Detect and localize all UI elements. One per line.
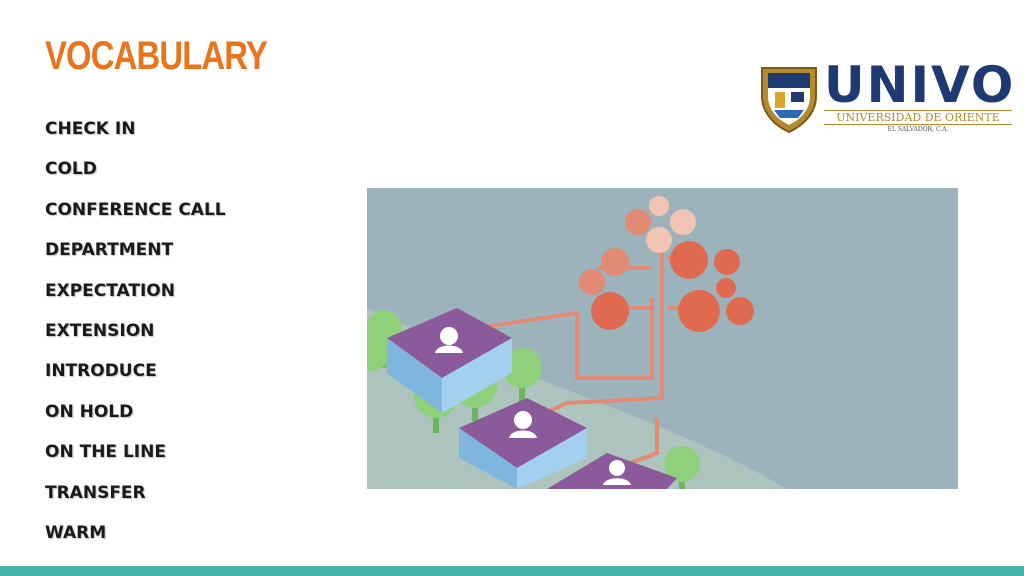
vocabulary-item: ON THE LINE: [45, 442, 166, 463]
people-group-icon: [579, 196, 754, 332]
vocabulary-item: CONFERENCE CALL: [45, 199, 226, 220]
footer-bar: [0, 566, 1024, 576]
logo-location: EL SALVADOR, C.A.: [887, 126, 949, 133]
call-center-building-icon: [387, 308, 512, 413]
vocabulary-item: CHECK IN: [45, 119, 136, 139]
vocabulary-item: EXPECTATION: [45, 280, 175, 301]
vocabulary-item: INTRODUCE: [45, 361, 157, 382]
shield-crest-icon: [761, 67, 817, 134]
vocabulary-item: EXTENSION: [45, 320, 155, 341]
logo-subtitle: UNIVERSIDAD DE ORIENTE: [824, 110, 1012, 125]
call-center-building-icon: [459, 398, 587, 489]
vocabulary-item: WARM: [45, 522, 107, 543]
vocabulary-item: DEPARTMENT: [45, 240, 174, 261]
slide-title: VOCABULARY: [45, 34, 268, 78]
vocabulary-item: COLD: [45, 159, 97, 180]
univo-logo: UNIVO UNIVERSIDAD DE ORIENTE EL SALVADOR…: [758, 56, 1018, 136]
vocabulary-item: ON HOLD: [45, 401, 134, 422]
vocabulary-list: CHECK IN COLD CONFERENCE CALL DEPARTMENT…: [45, 118, 226, 562]
vocabulary-item: TRANSFER: [45, 482, 146, 503]
call-center-building-icon: [547, 453, 677, 489]
tree-icon: [664, 446, 700, 489]
logo-name: UNIVO: [824, 56, 1016, 114]
call-center-illustration: [367, 188, 958, 489]
